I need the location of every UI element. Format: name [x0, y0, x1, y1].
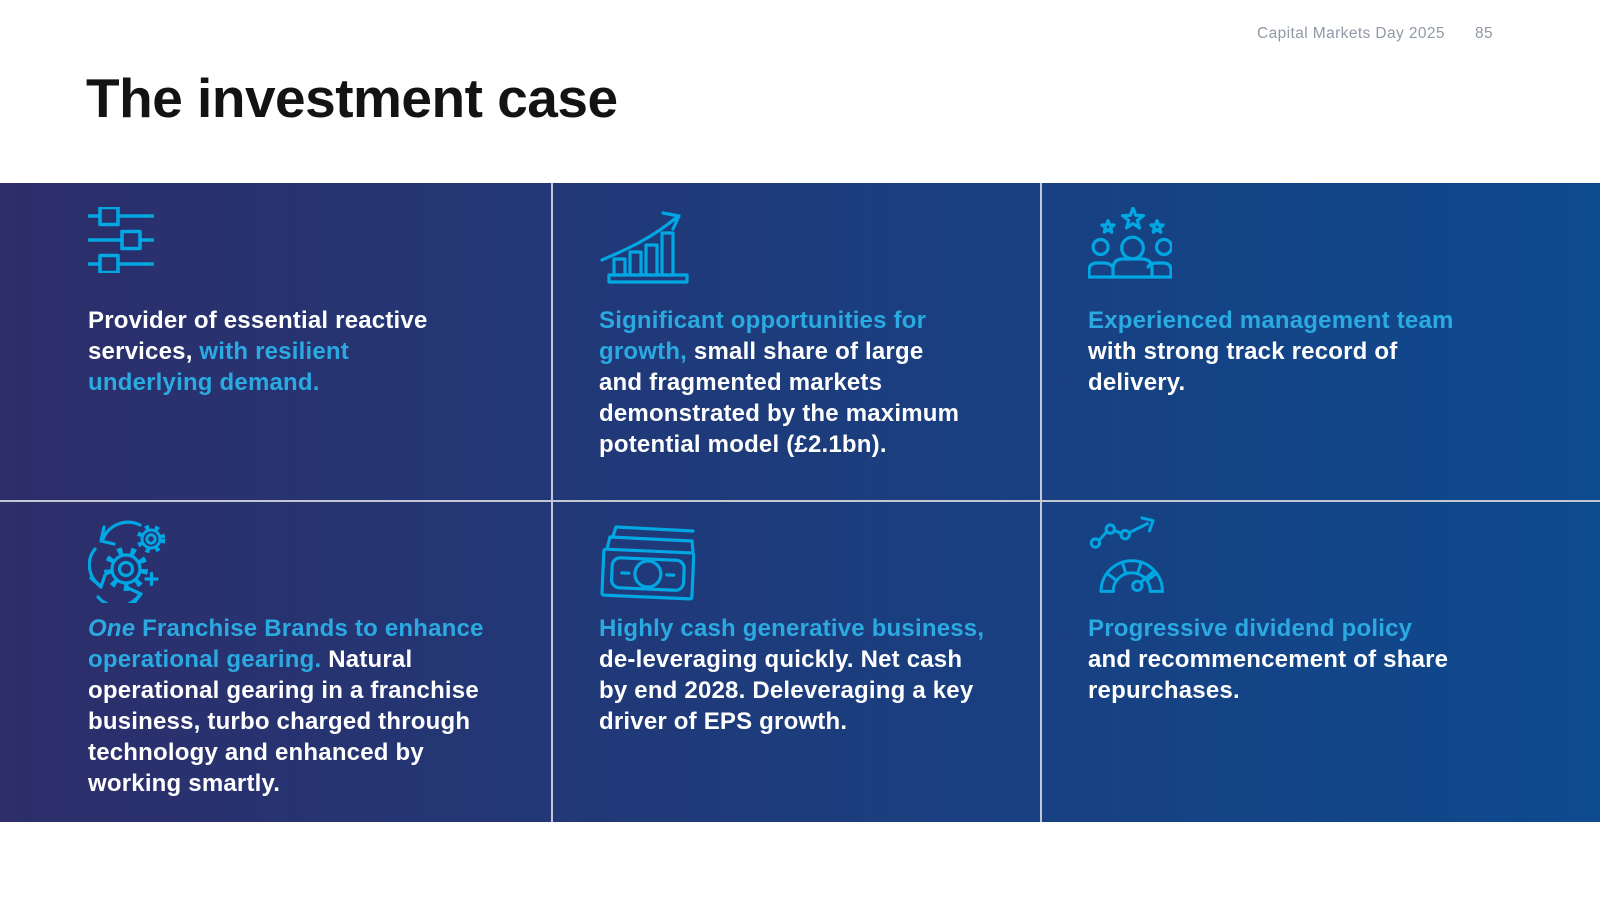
- management-team-icon-svg: [1087, 206, 1174, 279]
- text-segment: de-leveraging quickly. Net cash by end 2…: [599, 646, 974, 735]
- text-segment: small share of large and fragmented mark…: [599, 338, 960, 458]
- sliders-icon: [87, 205, 529, 295]
- card-text: Experienced management team with strong …: [1088, 305, 1578, 398]
- text-segment: with strong track record of delivery.: [1088, 338, 1398, 396]
- dividend-gauge-icon: [1088, 515, 1578, 603]
- text-segment: and recommencement of share repurchases.: [1088, 646, 1449, 704]
- page-title: The investment case: [86, 67, 618, 129]
- card-text: Highly cash generative business, de-leve…: [599, 613, 1018, 737]
- text-segment: Significant opportunities for growth,: [599, 307, 927, 365]
- gears-icon-svg: [87, 520, 166, 608]
- dividend-gauge-icon-svg: [1089, 516, 1164, 593]
- text-segment: Progressive dividend policy: [1088, 615, 1413, 642]
- text-segment: Provider of essential reactive services,: [88, 307, 428, 365]
- investment-case-grid: Provider of essential reactive services,…: [0, 183, 1600, 822]
- text-segment: Franchise Brands to enhance operational …: [88, 615, 484, 673]
- text-segment: Natural operational gearing in a franchi…: [88, 646, 479, 797]
- card-text: One Franchise Brands to enhance operatio…: [88, 613, 529, 799]
- card-growth-opportunities: Significant opportunities for growth, sm…: [553, 183, 1042, 502]
- page-number: 85: [1474, 25, 1493, 42]
- card-dividend-policy: Progressive dividend policy and recommen…: [1042, 502, 1600, 822]
- slide-header: Capital Markets Day 2025 85: [1257, 25, 1493, 43]
- growth-chart-icon-svg: [600, 211, 689, 284]
- gears-icon: [87, 515, 529, 608]
- text-segment: with resilient underlying demand.: [88, 338, 349, 396]
- banknote-icon-svg: [600, 525, 696, 601]
- text-segment: Highly cash generative business,: [599, 615, 985, 642]
- card-text: Progressive dividend policy and recommen…: [1088, 613, 1578, 706]
- card-cash-generative: Highly cash generative business, de-leve…: [553, 502, 1042, 822]
- event-name: Capital Markets Day 2025: [1257, 25, 1445, 42]
- banknote-icon: [599, 515, 1018, 603]
- management-team-icon: [1087, 206, 1578, 295]
- text-segment: Experienced management team: [1088, 307, 1454, 334]
- sliders-icon-svg: [87, 205, 155, 275]
- growth-chart-icon: [599, 207, 1018, 295]
- card-text: Significant opportunities for growth, sm…: [599, 305, 1018, 460]
- card-reactive-services: Provider of essential reactive services,…: [0, 183, 553, 502]
- card-management-team: Experienced management team with strong …: [1042, 183, 1600, 502]
- card-operational-gearing: One Franchise Brands to enhance operatio…: [0, 502, 553, 822]
- card-text: Provider of essential reactive services,…: [88, 305, 529, 398]
- text-segment: One: [88, 615, 136, 642]
